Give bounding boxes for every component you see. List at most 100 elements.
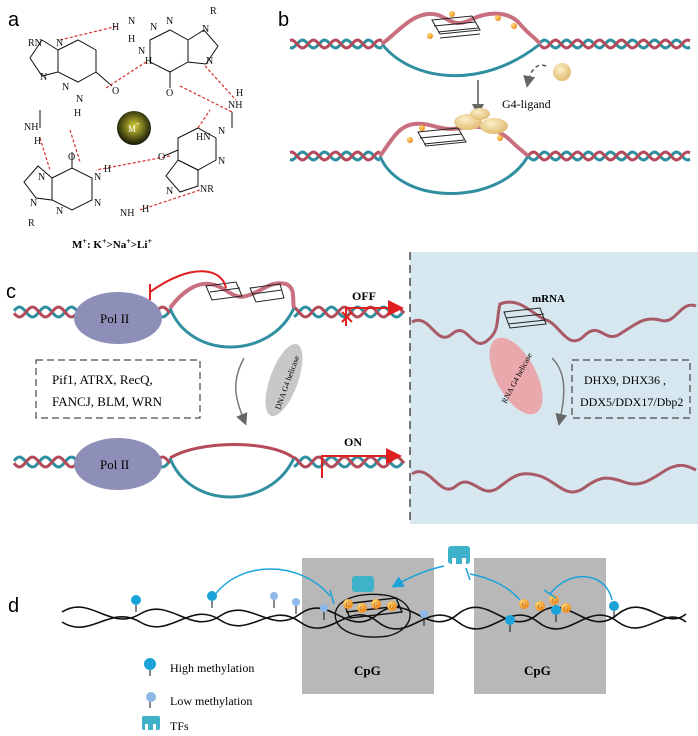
dna-helicase-arrow	[235, 357, 248, 426]
caption-part: +	[126, 237, 131, 246]
g4-structure-c	[168, 281, 296, 310]
atom-label: N	[128, 16, 135, 27]
atom-label: N	[138, 46, 145, 57]
tf-icon	[142, 716, 160, 730]
inhibition-bar-d2	[543, 589, 557, 599]
atom-label: NH	[24, 122, 38, 133]
g4-gold-bead	[549, 595, 559, 605]
g4-ligand-complex	[378, 108, 530, 158]
legend-low-label: Low methylation	[170, 694, 252, 708]
chromatin-strand-1	[61, 606, 687, 623]
legend-high-label: High methylation	[170, 661, 254, 675]
helicase-rna-box: DHX9, DHX36 , DDX5/DDX17/Dbp2	[571, 359, 691, 419]
g4-gold-bead	[357, 603, 367, 613]
dna-g4-helicase-icon	[265, 343, 303, 417]
low-methylation-mark	[270, 592, 278, 600]
atom-label: RN	[28, 38, 42, 49]
cation-stability-caption: M+: K+>Na+>Li+	[72, 237, 152, 251]
g4-bead-letter: G	[360, 607, 365, 613]
mrna-label: mRNA	[532, 293, 565, 305]
g4-bead-letter: G	[390, 605, 395, 611]
on-arrow	[321, 448, 402, 478]
atom-label: H	[74, 108, 81, 119]
inhibition-bar-d3	[465, 567, 471, 581]
dna-helix-bottom	[289, 150, 691, 162]
ssdna-loop-c-top	[168, 307, 296, 349]
panel-label-a: a	[8, 9, 20, 31]
cpg-left-label: CpG	[354, 663, 381, 678]
high-methylation-mark	[505, 615, 515, 625]
helix-strand	[526, 150, 691, 162]
atom-label: N	[62, 82, 69, 93]
helix-strand	[538, 38, 691, 50]
atom-label: NH	[120, 208, 134, 219]
atom-label: H	[142, 204, 149, 215]
caption-part: >Na	[107, 239, 127, 251]
helix-strand	[526, 150, 691, 162]
pol-ii-top	[74, 292, 162, 344]
low-methylation-icon	[146, 692, 156, 702]
g4-bead-letter: G	[564, 607, 569, 613]
panel-label-c: c	[6, 281, 16, 303]
metal-ion-charge: +	[136, 120, 140, 128]
g4-bead-letter: G	[522, 603, 527, 609]
helix-strand	[289, 38, 383, 50]
g4-bead-letter: G	[374, 603, 379, 609]
right-inhibition-arc	[549, 576, 613, 601]
atom-label: NH	[228, 100, 242, 111]
rna-g4-structure	[503, 307, 547, 329]
cpg-island-right	[474, 558, 606, 694]
metal-ion-icon	[117, 111, 151, 145]
dna-helicase-list: FANCJ, BLM, WRN	[52, 394, 163, 409]
g4-structure	[380, 11, 542, 46]
g4-bead-letter: G	[552, 599, 557, 605]
rna-helicase-list: DHX9, DHX36 ,	[584, 373, 666, 387]
helix-strand	[293, 455, 406, 469]
atom-label: O	[112, 86, 119, 97]
off-label: OFF	[352, 289, 376, 303]
mrna-strand-bottom	[411, 463, 697, 494]
atom-label: N	[56, 38, 63, 49]
pol-ii-bottom-label: Pol II	[100, 457, 129, 472]
helicase-dna-box: Pif1, ATRX, RecQ, FANCJ, BLM, WRN	[35, 359, 201, 419]
dna-helix-c-bottom	[12, 455, 406, 469]
ssdna-loop-bottom	[378, 155, 530, 195]
ligand-curved-arrow	[523, 64, 547, 88]
tf-inhibition-arc	[469, 573, 521, 601]
caption-part: +	[82, 237, 87, 246]
atom-label: N	[30, 198, 37, 209]
atom-label: R	[28, 218, 35, 229]
helix-strand	[289, 150, 381, 162]
tf-unbound	[448, 546, 470, 566]
legend-tf-label: TFs	[170, 719, 189, 733]
atom-label: N	[206, 56, 213, 67]
metal-ion-label: M	[128, 124, 136, 134]
g4-gold-bead	[561, 603, 571, 613]
helix-strand	[289, 38, 383, 50]
dna-helicase-list: Pif1, ATRX, RecQ,	[52, 372, 153, 387]
inhibition-bar-d1	[329, 589, 335, 605]
atom-label: O	[68, 152, 75, 163]
pol-ii-bottom	[74, 438, 162, 490]
tf-binding-arrow	[391, 565, 445, 588]
ssdna-loop-c-bottom	[168, 457, 296, 499]
atom-label: O	[166, 88, 173, 99]
legend: High methylation Low methylation TFs	[142, 658, 254, 733]
on-label: ON	[344, 435, 362, 449]
g4-ligand-icon	[553, 63, 571, 81]
atom-label: N	[38, 172, 45, 183]
g-quartet-structure	[23, 29, 233, 211]
caption-part: M	[72, 239, 83, 251]
atom-label: R	[210, 6, 217, 17]
atom-label: HN	[196, 132, 210, 143]
chromatin-strand-2	[61, 613, 687, 630]
atom-label: H	[112, 22, 119, 33]
rna-helicase-list: DDX5/DDX17/Dbp2	[580, 395, 683, 409]
dna-helix-top	[289, 38, 691, 50]
atom-label: H	[236, 88, 243, 99]
helix-strand	[289, 150, 381, 162]
atom-label: NR	[200, 184, 214, 195]
atom-label: N	[218, 126, 225, 137]
caption-part: +	[147, 237, 152, 246]
